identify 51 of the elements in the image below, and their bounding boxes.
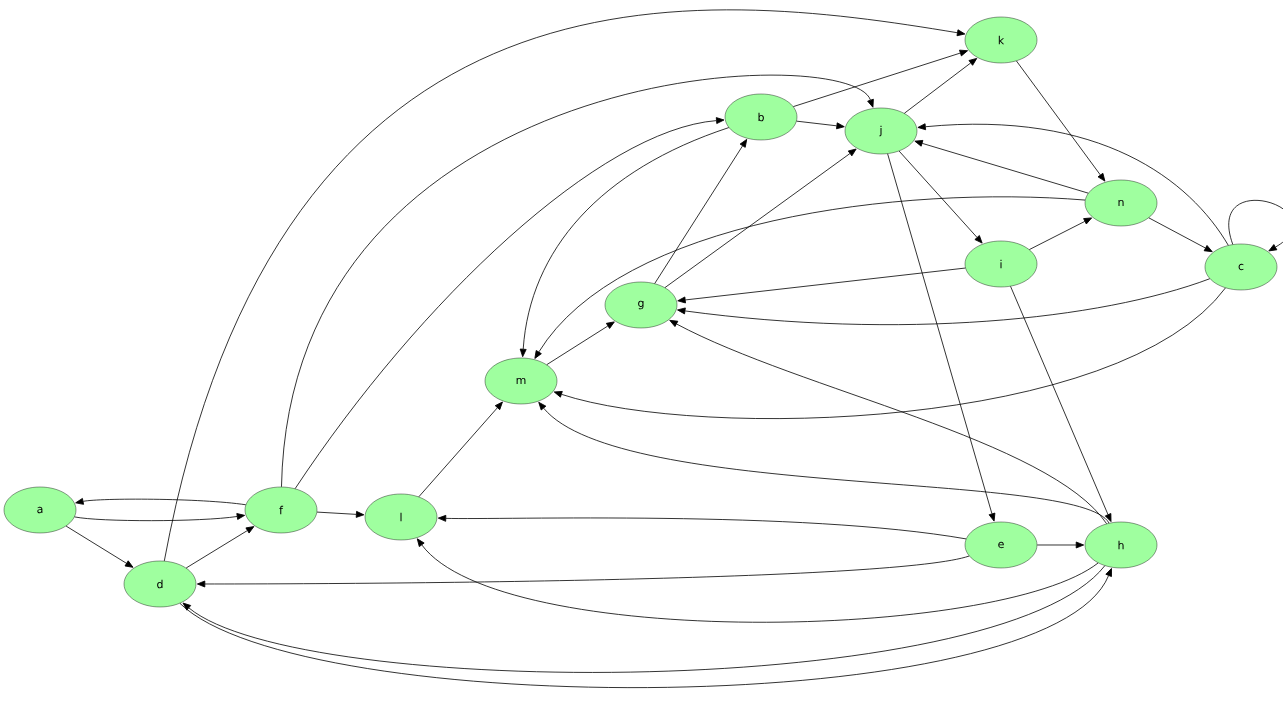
graph-node: j: [844, 107, 918, 155]
arrow: [677, 267, 966, 304]
arrow: [654, 139, 748, 284]
graph-node: i: [964, 240, 1038, 288]
arrow: [917, 123, 1229, 246]
arrow: [677, 278, 1211, 326]
graph-node: e: [964, 521, 1038, 569]
arrow: [196, 555, 970, 588]
arrow: [1148, 217, 1213, 253]
graph-node: f: [244, 486, 318, 534]
arrow: [546, 321, 615, 366]
graph-node: a: [3, 486, 77, 534]
arrow: [1010, 285, 1112, 522]
arrow: [74, 513, 246, 522]
graph-node: c: [1204, 243, 1278, 291]
arrow: [437, 514, 967, 540]
arrow: [163, 9, 966, 562]
arrow: [1036, 541, 1085, 549]
arrow: [519, 127, 730, 358]
graph-node: m: [484, 357, 558, 405]
arrow: [294, 117, 725, 490]
graph-node: l: [364, 493, 438, 541]
arrow: [281, 74, 874, 488]
graph-node: k: [964, 16, 1038, 64]
arrow: [914, 140, 1089, 194]
arrow: [182, 565, 1106, 673]
arrow: [416, 538, 1099, 623]
graph-node: g: [604, 281, 678, 329]
arrow: [185, 526, 255, 569]
arrow: [1028, 217, 1093, 250]
arrow: [179, 568, 1112, 688]
arrow: [418, 401, 503, 498]
arrow: [65, 525, 134, 568]
arrow: [664, 148, 857, 288]
arrow: [553, 287, 1226, 419]
graph-node: b: [724, 93, 798, 141]
arrow: [887, 153, 996, 522]
arrow: [898, 150, 983, 244]
arrow: [75, 498, 247, 506]
arrow: [669, 319, 1107, 525]
graph-node: h: [1084, 521, 1158, 569]
arrow: [792, 49, 968, 107]
graph-node: d: [123, 560, 197, 608]
arrow: [796, 120, 845, 130]
arrow: [534, 196, 1086, 359]
arrow: [1016, 60, 1106, 182]
arrow: [316, 510, 365, 518]
arrow: [538, 401, 1110, 524]
arrow: [1228, 199, 1283, 252]
arrow: [903, 58, 978, 114]
graph-node: n: [1084, 179, 1158, 227]
